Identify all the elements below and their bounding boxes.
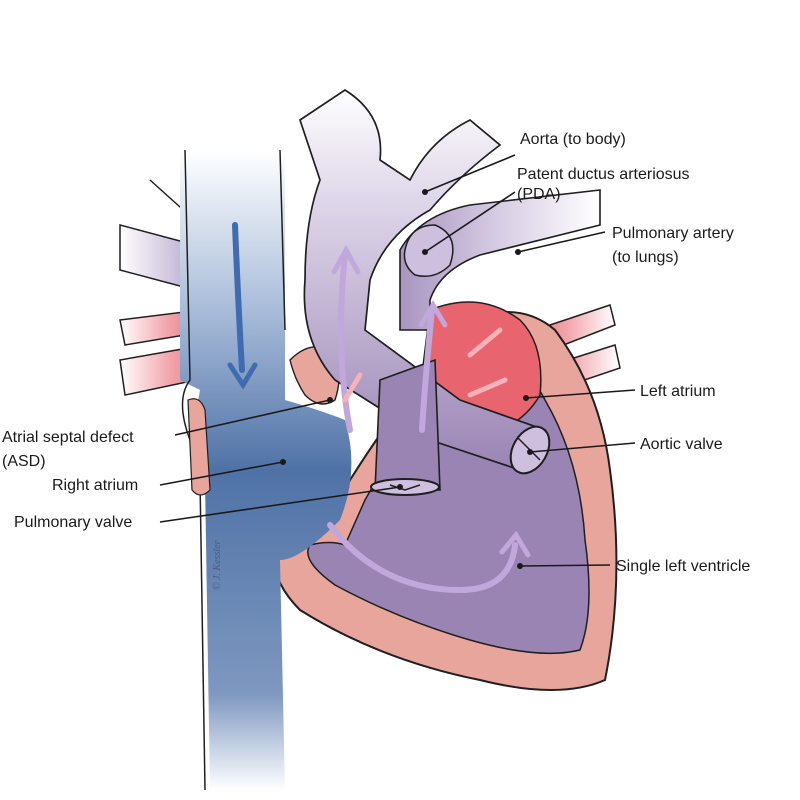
blue-down-arrow (232, 222, 245, 373)
credit-signature: © J. Kessler (212, 540, 223, 590)
ventricle-swirl-arrow (327, 522, 518, 594)
right-atrium-wall (187, 398, 211, 496)
red-arrow-la (467, 327, 503, 358)
label-aortic-valve: Aortic valve (640, 436, 723, 453)
label-left-atrium: Left atrium (640, 383, 716, 400)
labels: Aorta (to body) Patent ductus arteriosus… (2, 131, 750, 575)
pda (403, 224, 454, 277)
red-arrow-asd (342, 372, 363, 403)
pulmonary-artery (399, 189, 601, 331)
vena-cava (180, 150, 352, 790)
label-pda-line2: (PDA) (517, 186, 561, 203)
purple-up-arrow-aorta (338, 252, 353, 433)
purple-up-arrow-pa (419, 307, 435, 433)
label-asd-line1: Atrial septal defect (2, 429, 134, 446)
label-pulmonary-valve: Pulmonary valve (14, 514, 132, 531)
label-pulmonary-artery-line2: (to lungs) (612, 249, 679, 266)
label-aorta: Aorta (to body) (520, 131, 626, 148)
flow-arrows (227, 222, 531, 594)
label-asd-line2: (ASD) (2, 453, 46, 470)
label-right-atrium: Right atrium (52, 477, 138, 494)
pulmonary-trunk (374, 358, 441, 491)
pulmonary-valve (370, 478, 440, 496)
label-single-left-ventricle: Single left ventricle (616, 558, 750, 575)
label-pulmonary-artery-line1: Pulmonary artery (612, 225, 734, 242)
leader-lines (159, 154, 636, 569)
label-pda-line1: Patent ductus arteriosus (517, 166, 690, 183)
